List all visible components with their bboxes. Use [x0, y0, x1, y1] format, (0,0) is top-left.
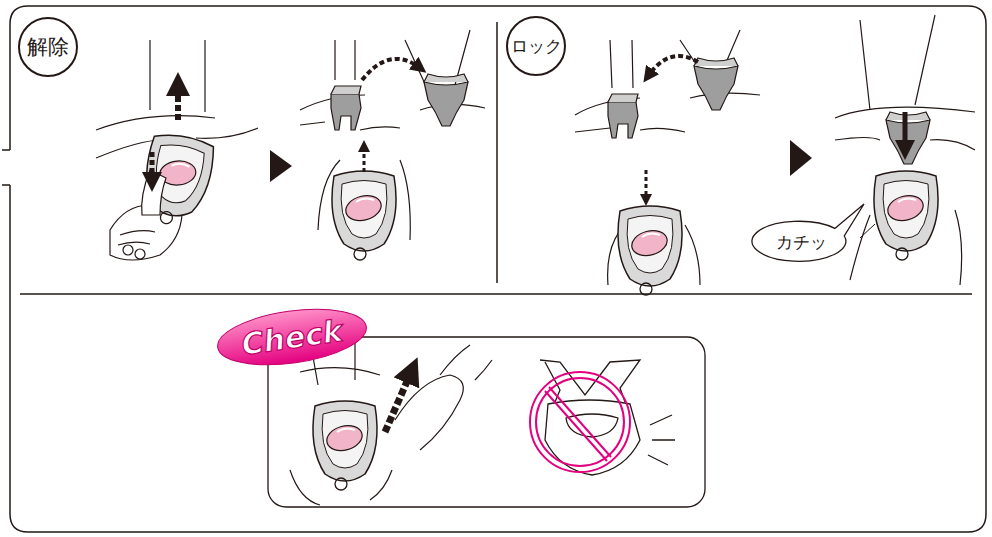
step-circle: 解除: [18, 17, 78, 77]
node-text: 解除: [27, 33, 69, 61]
node-text: ロック: [511, 35, 562, 58]
node-text: カチッ: [776, 231, 827, 254]
sound-bubble: カチッ: [752, 220, 850, 264]
step-circle: ロック: [506, 16, 566, 76]
